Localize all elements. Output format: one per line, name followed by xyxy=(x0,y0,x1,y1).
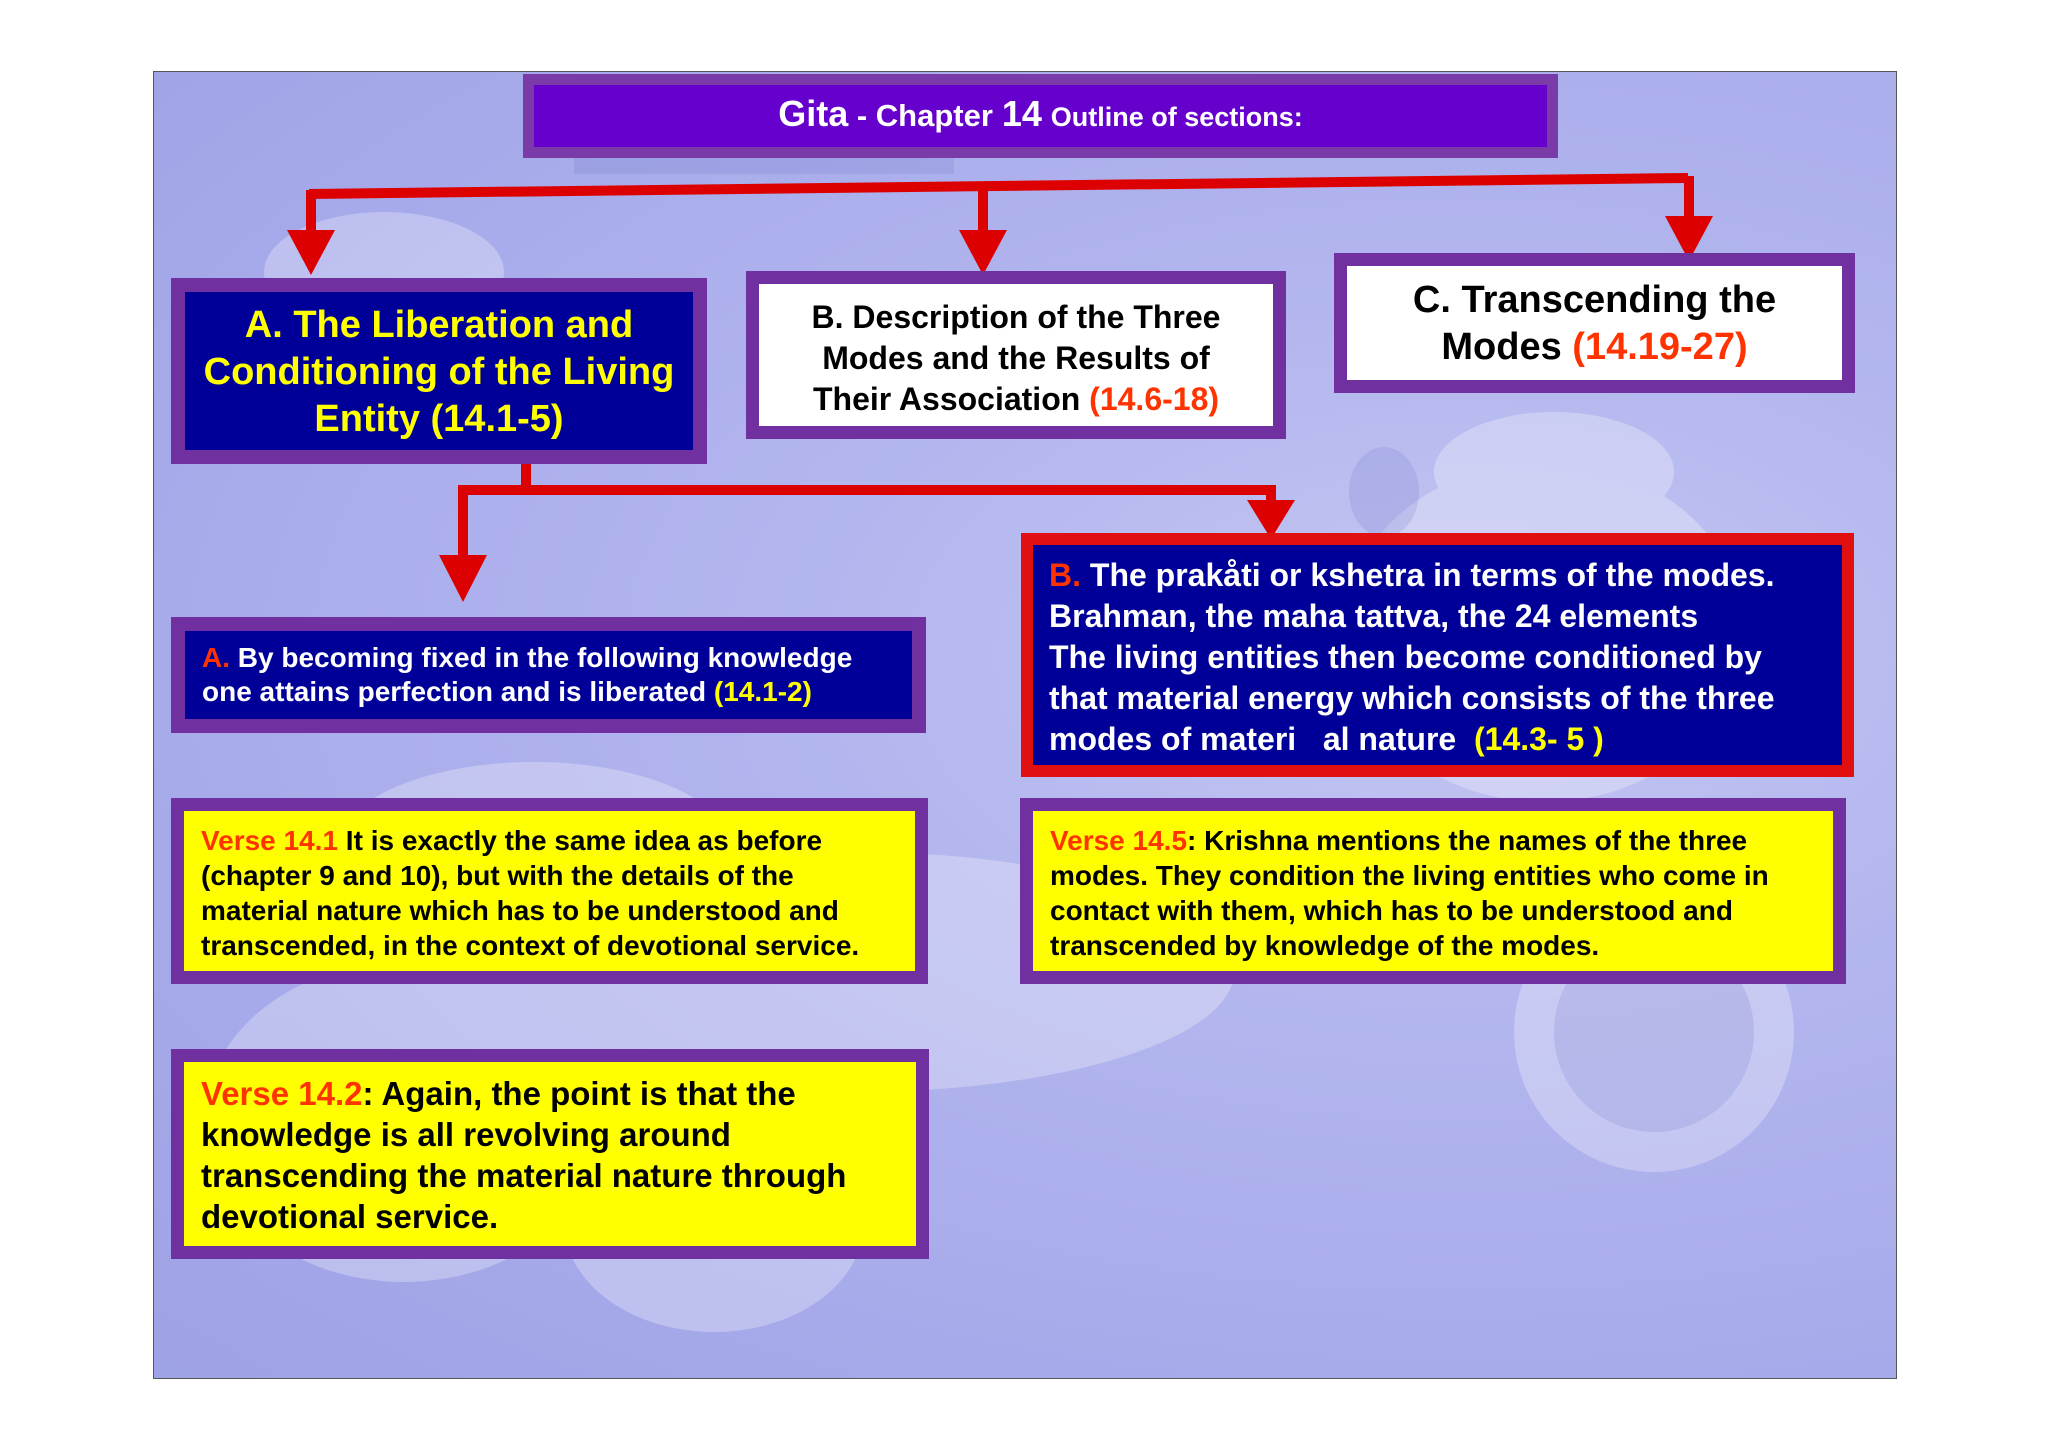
top-connector-line xyxy=(309,173,1688,199)
subsection-a-line1: By becoming fixed in the following knowl… xyxy=(230,642,853,673)
subsection-b-line1: The prakåti or kshetra in terms of the m… xyxy=(1081,557,1775,593)
verse-14-1-line1: It is exactly the same idea as before xyxy=(338,825,823,856)
arrow-a-shaft xyxy=(306,190,316,230)
arrow-sub-b-head xyxy=(1247,500,1295,539)
section-c-line1: C. Transcending the xyxy=(1412,279,1777,321)
verse-14-2-line2: knowledge is all revolving around xyxy=(201,1116,731,1153)
title-gita: Gita xyxy=(778,93,849,134)
slide: Gita - Chapter 14 Outline of sections: xyxy=(153,71,1897,1379)
arrow-a-head xyxy=(287,230,335,275)
section-c-ref: (14.19-27) xyxy=(1572,326,1748,368)
subsection-b-line2: Brahman, the maha tattva, the 24 element… xyxy=(1049,598,1699,634)
verse-14-1-line4: transcended, in the context of devotiona… xyxy=(201,930,860,961)
section-a-line1: A. The Liberation and xyxy=(244,304,634,346)
section-a-line2: Conditioning of the Living xyxy=(203,351,675,393)
subsection-b-line3: The living entities then become conditio… xyxy=(1049,639,1762,675)
arrow-sub-b-shaft xyxy=(1266,485,1276,507)
arrow-b-shaft xyxy=(978,182,988,230)
verse-14-2-line4: devotional service. xyxy=(201,1198,499,1235)
section-a-box: A. The Liberation and Conditioning of th… xyxy=(171,278,707,464)
arrow-b-head xyxy=(959,230,1007,275)
verse-14-5-label: Verse 14.5 xyxy=(1050,825,1188,856)
arrow-sub-a-shaft xyxy=(458,485,468,555)
arrow-sub-a-head xyxy=(439,555,487,602)
section-c-line2: Modes xyxy=(1441,326,1573,368)
connector-arrows xyxy=(287,173,1713,602)
subsection-a-ref: (14.1-2) xyxy=(713,676,812,707)
verse-14-1-line3: material nature which has to be understo… xyxy=(201,895,839,926)
section-b-box: B. Description of the Three Modes and th… xyxy=(746,271,1286,439)
verse-14-5-line2: modes. They condition the living entitie… xyxy=(1050,860,1769,891)
verse-14-5-line3: contact with them, which has to be under… xyxy=(1050,895,1733,926)
subsection-a-line2: one attains perfection and is liberated xyxy=(202,676,714,707)
verse-14-2-label: Verse 14.2 xyxy=(201,1075,363,1112)
subsection-a-letter: A. xyxy=(202,642,230,673)
verse-14-1-line2: (chapter 9 and 10), but with the details… xyxy=(201,860,794,891)
subsection-b-letter: B. xyxy=(1049,557,1081,593)
section-a-line3: Entity (14.1-5) xyxy=(314,398,564,440)
verse-14-5-line4: transcended by knowledge of the modes. xyxy=(1050,930,1600,961)
arrow-c-shaft xyxy=(1684,176,1694,216)
title-chapter-number: 14 xyxy=(1001,93,1042,134)
title-outline: Outline of sections: xyxy=(1050,102,1303,132)
verse-14-2-line1: : Again, the point is that the xyxy=(362,1075,796,1112)
section-b-line3: Their Association xyxy=(812,381,1090,417)
verse-14-2-line3: transcending the material nature through xyxy=(201,1157,847,1194)
subsection-b-ref: (14.3- 5 ) xyxy=(1474,721,1604,757)
verse-14-1-box: Verse 14.1 It is exactly the same idea a… xyxy=(171,798,928,984)
verse-14-5-line1: : Krishna mentions the names of the thre… xyxy=(1187,825,1748,856)
arrow-c-head xyxy=(1665,216,1713,261)
section-b-line2: Modes and the Results of xyxy=(822,340,1210,376)
subsection-b-box: B. The prakåti or kshetra in terms of th… xyxy=(1021,533,1854,777)
title-chapter: Chapter xyxy=(875,98,993,133)
sub-connector-stem xyxy=(521,458,531,492)
section-b-line1: B. Description of the Three xyxy=(811,299,1221,335)
subsection-b-line4: that material energy which consists of t… xyxy=(1049,680,1775,716)
section-c-box: C. Transcending the Modes (14.19-27) xyxy=(1334,253,1855,393)
verse-14-2-box: Verse 14.2: Again, the point is that the… xyxy=(171,1049,929,1259)
sub-connector-line xyxy=(461,485,1276,495)
verse-14-1-label: Verse 14.1 xyxy=(201,825,339,856)
title-separator: - xyxy=(848,98,876,133)
section-b-ref: (14.6-18) xyxy=(1089,381,1220,417)
verse-14-5-box: Verse 14.5: Krishna mentions the names o… xyxy=(1020,798,1846,984)
subsection-b-line5: modes of materi al nature xyxy=(1049,721,1474,757)
page-title: Gita - Chapter 14 Outline of sections: xyxy=(523,74,1558,158)
subsection-a-box: A. By becoming fixed in the following kn… xyxy=(171,617,926,733)
